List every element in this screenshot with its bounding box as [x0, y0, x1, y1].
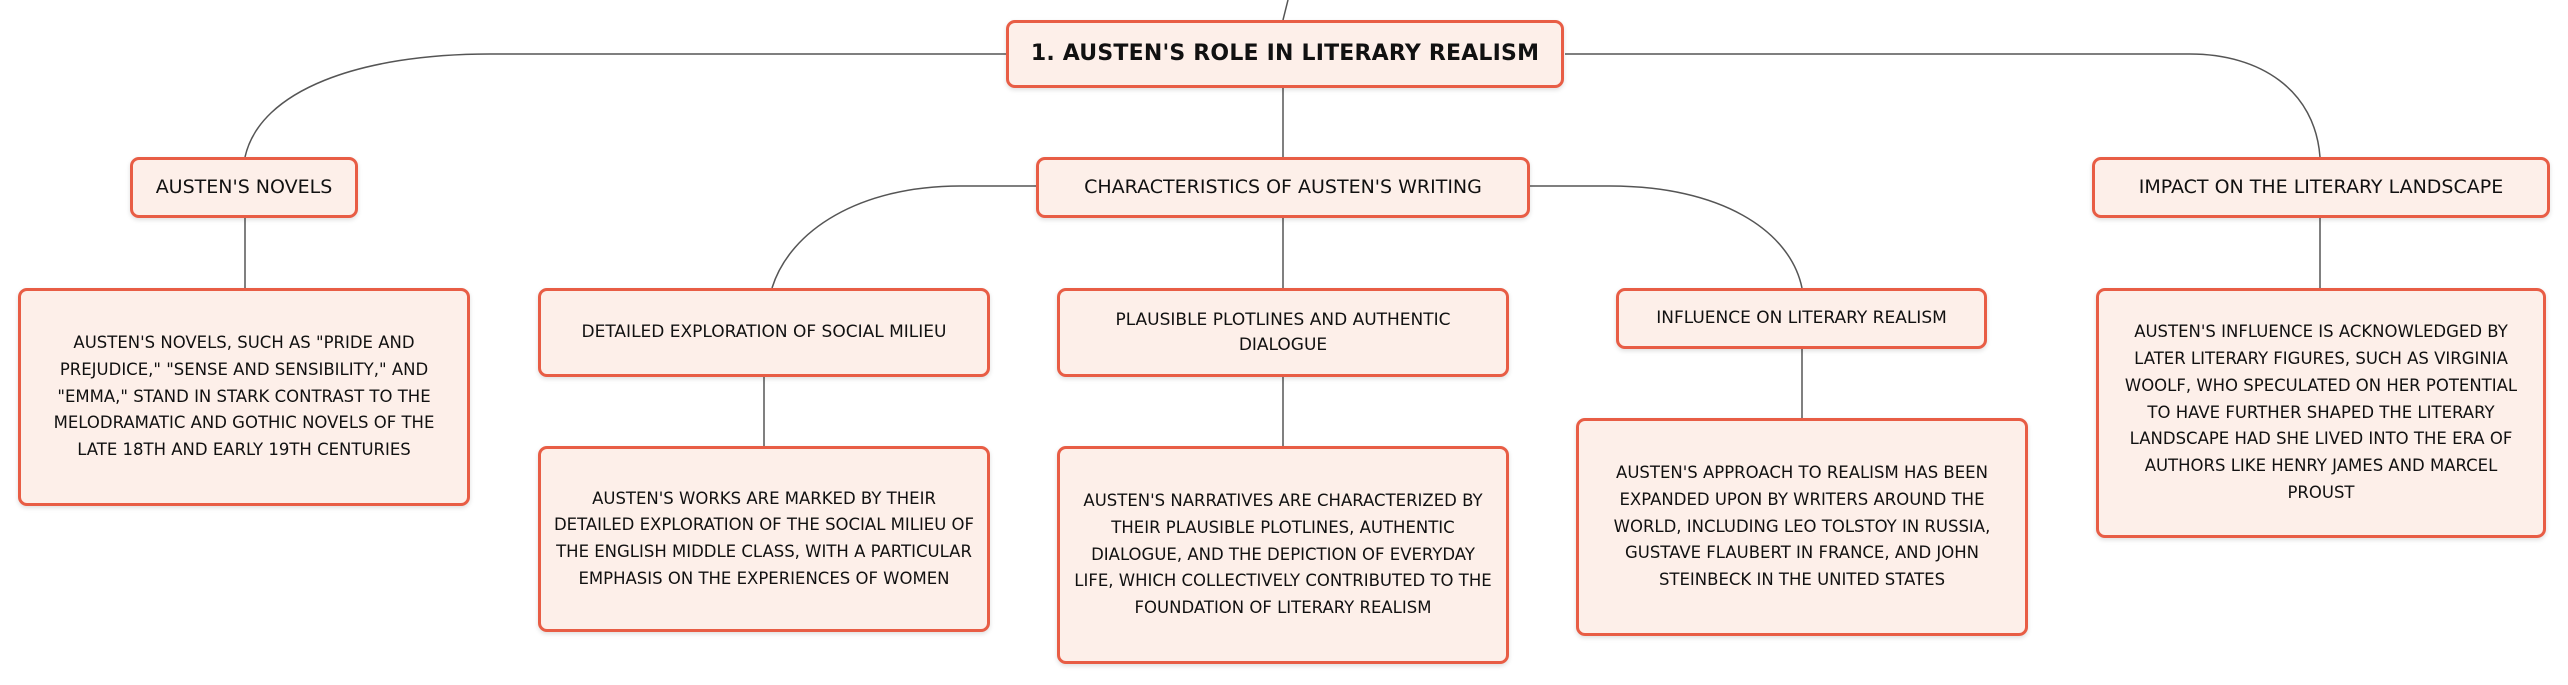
impact-description-node[interactable]: AUSTEN'S INFLUENCE IS ACKNOWLEDGED BY LA…	[2096, 288, 2546, 538]
plausible-plotlines-description: AUSTEN'S NARRATIVES ARE CHARACTERIZED BY…	[1074, 491, 1492, 618]
connector-root-novels	[244, 53, 1006, 158]
characteristics-node[interactable]: CHARACTERISTICS OF AUSTEN'S WRITING	[1036, 157, 1530, 218]
influence-realism-label: INFLUENCE ON LITERARY REALISM	[1656, 308, 1947, 329]
social-milieu-description-node[interactable]: AUSTEN'S WORKS ARE MARKED BY THEIR DETAI…	[538, 446, 990, 632]
root-topic-label: 1. AUSTEN'S ROLE IN LITERARY REALISM	[1030, 41, 1540, 67]
austens-novels-label: AUSTEN'S NOVELS	[155, 175, 333, 198]
social-milieu-node[interactable]: DETAILED EXPLORATION OF SOCIAL MILIEU	[538, 288, 990, 377]
root-topic-node[interactable]: 1. AUSTEN'S ROLE IN LITERARY REALISM	[1006, 20, 1564, 88]
connector-to-parent	[1282, 0, 1289, 21]
social-milieu-description: AUSTEN'S WORKS ARE MARKED BY THEIR DETAI…	[553, 488, 975, 588]
influence-realism-node[interactable]: INFLUENCE ON LITERARY REALISM	[1616, 288, 1987, 349]
plausible-plotlines-node[interactable]: PLAUSIBLE PLOTLINES AND AUTHENTIC DIALOG…	[1057, 288, 1509, 377]
connector-char-social	[771, 185, 1036, 289]
influence-realism-description-node[interactable]: AUSTEN'S APPROACH TO REALISM HAS BEEN EX…	[1576, 418, 2028, 636]
plausible-plotlines-description-node[interactable]: AUSTEN'S NARRATIVES ARE CHARACTERIZED BY…	[1057, 446, 1509, 664]
austens-novels-node[interactable]: AUSTEN'S NOVELS	[130, 157, 358, 218]
characteristics-label: CHARACTERISTICS OF AUSTEN'S WRITING	[1084, 175, 1482, 198]
influence-realism-description: AUSTEN'S APPROACH TO REALISM HAS BEEN EX…	[1613, 463, 1991, 590]
impact-node[interactable]: IMPACT ON THE LITERARY LANDSCAPE	[2092, 157, 2550, 218]
austens-novels-description: AUSTEN'S NOVELS, SUCH AS "PRIDE AND PREJ…	[53, 333, 435, 460]
connector-root-impact	[1565, 53, 2321, 158]
social-milieu-label: DETAILED EXPLORATION OF SOCIAL MILIEU	[581, 322, 947, 343]
plausible-plotlines-label: PLAUSIBLE PLOTLINES AND AUTHENTIC DIALOG…	[1115, 309, 1451, 355]
impact-description: AUSTEN'S INFLUENCE IS ACKNOWLEDGED BY LA…	[2124, 322, 2518, 502]
austens-novels-description-node[interactable]: AUSTEN'S NOVELS, SUCH AS "PRIDE AND PREJ…	[18, 288, 470, 506]
impact-label: IMPACT ON THE LITERARY LANDSCAPE	[2138, 175, 2504, 198]
connector-char-influence	[1530, 185, 1803, 289]
